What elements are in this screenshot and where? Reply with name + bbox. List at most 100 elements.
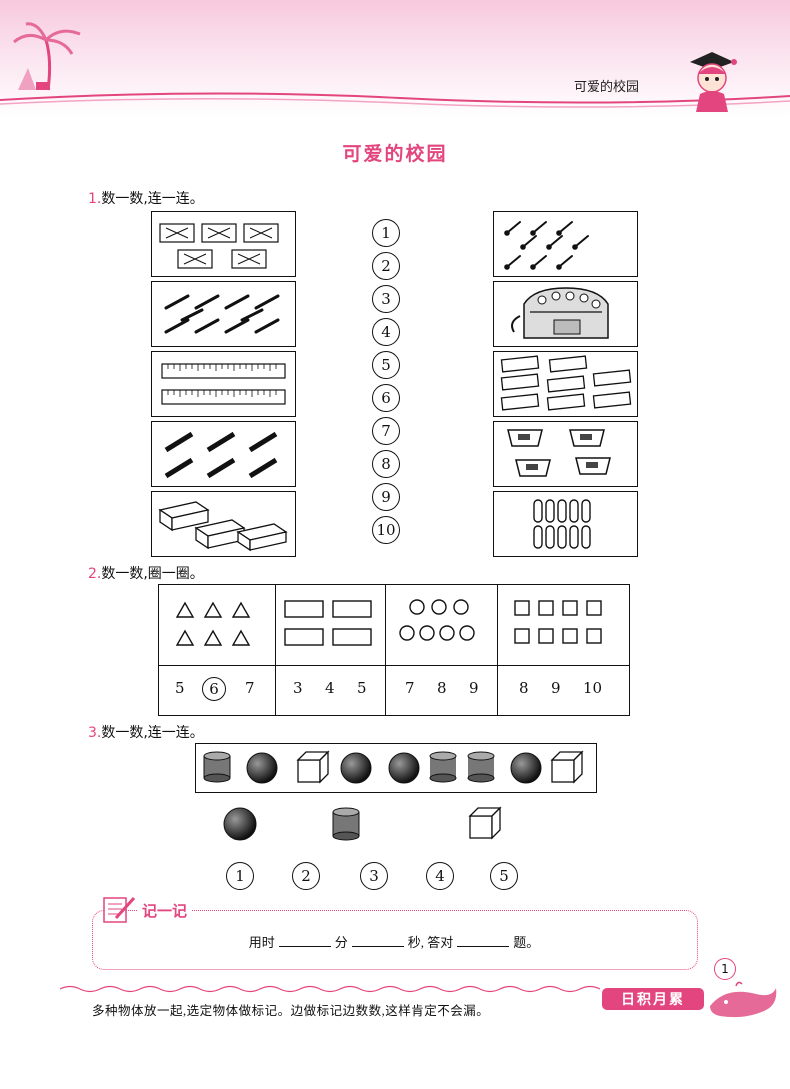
used-time-label: 用时 <box>248 935 275 950</box>
seconds-blank[interactable] <box>351 934 404 947</box>
number-circle-10[interactable]: 10 <box>372 516 400 544</box>
number-circle-5[interactable]: 5 <box>372 351 400 379</box>
note-box <box>92 910 698 970</box>
option-9[interactable]: 9 <box>469 679 479 697</box>
minutes-blank[interactable] <box>278 934 331 947</box>
number-circle-8[interactable]: 8 <box>372 450 400 478</box>
number-circle-9[interactable]: 9 <box>372 483 400 511</box>
question-3-text: 数一数,连一连。 <box>101 725 204 741</box>
seconds-label: 秒, <box>407 935 424 950</box>
sphere-icon <box>246 752 278 784</box>
picture-box-rulers[interactable] <box>151 351 296 417</box>
q3-number-circle-4[interactable]: 4 <box>426 862 454 890</box>
option-10[interactable]: 10 <box>583 679 603 697</box>
q3-number-circle-5[interactable]: 5 <box>490 862 518 890</box>
option-5[interactable]: 5 <box>175 679 185 697</box>
question-1-text: 数一数,连一连。 <box>101 191 204 207</box>
table-column-divider <box>497 585 498 715</box>
correct-blank[interactable] <box>457 934 510 947</box>
whale-icon <box>710 981 777 1018</box>
picture-box-pencils[interactable] <box>151 281 296 347</box>
picture-box-paperclips[interactable] <box>493 491 638 557</box>
sphere-icon <box>340 752 372 784</box>
questions-label: 题。 <box>513 935 540 950</box>
question-3-label: 3.数一数,连一连。 <box>88 722 204 742</box>
pencil-case-icon <box>500 355 632 411</box>
q3-number-circle-2[interactable]: 2 <box>292 862 320 890</box>
shape-sequence-box <box>195 743 597 793</box>
question-1-number: 1. <box>88 191 102 207</box>
crayon-icon <box>164 431 278 479</box>
question-3-number: 3. <box>88 725 102 741</box>
palm-tree-icon <box>13 22 81 91</box>
note-title: 记一记 <box>138 900 192 921</box>
minutes-label: 分 <box>334 935 348 950</box>
note-record-line: 用时 分 秒, 答对 题。 <box>92 932 696 951</box>
shape-sequence <box>203 750 584 784</box>
question-2-text: 数一数,圈一圈。 <box>101 566 204 582</box>
header-title: 可爱的校园 <box>574 80 640 95</box>
table-divider <box>159 665 629 666</box>
cube-icon <box>296 750 330 784</box>
page-number: 1 <box>714 958 736 980</box>
ruler-icon <box>161 363 286 405</box>
backpack-icon <box>511 287 609 339</box>
option-3[interactable]: 3 <box>293 679 303 697</box>
cylinder-icon <box>467 751 495 783</box>
q3-number-circle-3[interactable]: 3 <box>360 862 388 890</box>
number-circle-7[interactable]: 7 <box>372 417 400 445</box>
paperclip-icon <box>533 499 591 549</box>
picture-box-books[interactable] <box>151 211 296 277</box>
number-circle-3[interactable]: 3 <box>372 285 400 313</box>
pencil-icon <box>164 294 280 334</box>
rectangle-icon <box>284 600 372 646</box>
q3-number-circle-1[interactable]: 1 <box>226 862 254 890</box>
picture-box-paintbrushes[interactable] <box>493 211 638 277</box>
page-title: 可爱的校园 <box>342 143 448 165</box>
option-4[interactable]: 4 <box>325 679 335 697</box>
cube-icon <box>550 750 584 784</box>
footer-badge: 日积月累 <box>602 988 704 1010</box>
number-circle-4[interactable]: 4 <box>372 318 400 346</box>
student-mascot-icon <box>690 52 737 112</box>
sharpener-icon <box>507 429 611 477</box>
sphere-icon <box>510 752 542 784</box>
option-6-circled[interactable]: 6 <box>202 677 226 701</box>
question-1-label: 1.数一数,连一连。 <box>88 188 204 208</box>
footer-tip: 多种物体放一起,选定物体做标记。边做标记边数数,这样肯定不会漏。 <box>92 1004 490 1018</box>
question-2-label: 2.数一数,圈一圈。 <box>88 563 204 583</box>
sphere-icon[interactable] <box>222 806 258 842</box>
notepad-pencil-icon <box>103 896 136 923</box>
picture-box-backpack[interactable] <box>493 281 638 347</box>
header-wave-divider <box>0 92 790 108</box>
cylinder-icon[interactable] <box>330 806 362 842</box>
option-5[interactable]: 5 <box>357 679 367 697</box>
picture-box-erasers[interactable] <box>151 491 296 557</box>
count-table: 5 6 7 3 4 5 7 8 9 8 9 10 <box>158 584 630 716</box>
picture-box-sharpeners[interactable] <box>493 421 638 487</box>
cube-icon[interactable] <box>466 806 502 842</box>
cylinder-icon <box>429 751 457 783</box>
correct-label: 答对 <box>427 935 454 950</box>
triangle-icon <box>175 601 251 646</box>
table-column-divider <box>275 585 276 715</box>
option-8[interactable]: 8 <box>437 679 447 697</box>
picture-box-crayons[interactable] <box>151 421 296 487</box>
book-icon <box>159 223 279 269</box>
sphere-icon <box>388 752 420 784</box>
option-7[interactable]: 7 <box>405 679 415 697</box>
paintbrush-icon <box>504 221 589 270</box>
footer-wave-divider <box>60 985 600 993</box>
table-column-divider <box>385 585 386 715</box>
cylinder-icon <box>203 751 231 783</box>
number-circle-6[interactable]: 6 <box>372 384 400 412</box>
eraser-icon <box>158 501 288 552</box>
question-2-number: 2. <box>88 566 102 582</box>
circle-icon <box>399 599 475 641</box>
number-circle-2[interactable]: 2 <box>372 252 400 280</box>
option-7[interactable]: 7 <box>245 679 255 697</box>
picture-box-pencil-cases[interactable] <box>493 351 638 417</box>
option-8[interactable]: 8 <box>519 679 529 697</box>
number-circle-1[interactable]: 1 <box>372 219 400 247</box>
option-9[interactable]: 9 <box>551 679 561 697</box>
